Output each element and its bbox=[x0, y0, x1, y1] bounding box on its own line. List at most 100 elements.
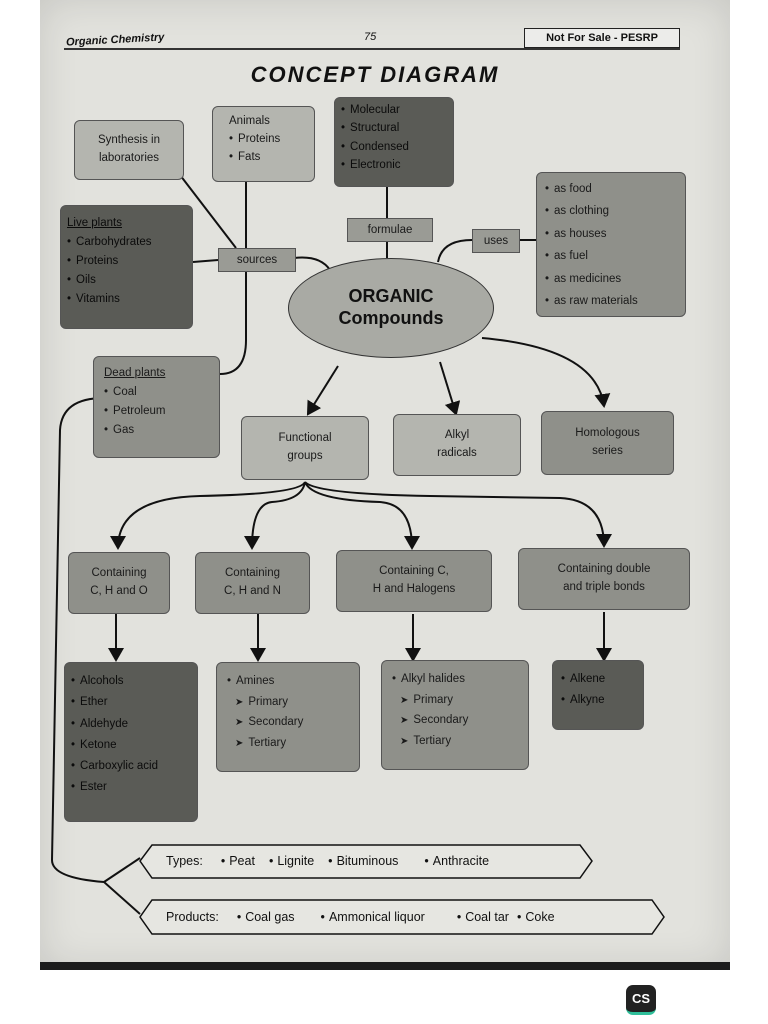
animals-title: Animals bbox=[229, 115, 270, 127]
coal-to-products-line bbox=[103, 881, 141, 915]
alkyl-line2: radicals bbox=[437, 447, 477, 459]
dead-plants-item: Petroleum bbox=[104, 402, 219, 421]
halide-type: Secondary bbox=[392, 710, 528, 731]
uses-label: uses bbox=[472, 229, 520, 253]
cho-examples-box: Alcohols Ether Aldehyde Ketone Carboxyli… bbox=[64, 662, 198, 822]
types-label: Types: bbox=[166, 854, 203, 868]
formula-type: Structural bbox=[341, 119, 453, 137]
amine-type: Secondary bbox=[227, 712, 359, 733]
homologous-line2: series bbox=[592, 445, 623, 457]
camscanner-logo-icon: CS bbox=[626, 985, 656, 1015]
amine-type: Tertiary bbox=[227, 733, 359, 754]
live-plants-title: Live plants bbox=[67, 217, 122, 229]
center-line2: Compounds bbox=[338, 308, 444, 328]
cho-example: Alcohols bbox=[71, 671, 197, 692]
coal-type: Peat bbox=[221, 854, 255, 868]
containing-halogens-box: Containing C, H and Halogens bbox=[336, 550, 492, 612]
coal-to-types-line bbox=[103, 857, 141, 883]
formula-type: Condensed bbox=[341, 138, 453, 156]
functional-line1: Functional bbox=[278, 432, 332, 445]
deadplants-to-sources-line bbox=[219, 270, 247, 375]
center-line1: ORGANIC bbox=[348, 286, 434, 307]
coal-product: Ammonical liquor bbox=[321, 910, 425, 924]
alkyl-halides-head: Alkyl halides bbox=[392, 669, 528, 690]
center-to-homologous-arrow bbox=[481, 337, 611, 408]
bonds-line1: Containing double bbox=[557, 563, 651, 576]
chn-line1: Containing bbox=[225, 567, 280, 580]
coal-long-connector bbox=[50, 397, 105, 883]
live-plants-item: Proteins bbox=[67, 252, 192, 271]
containing-bonds-box: Containing double and triple bonds bbox=[518, 548, 690, 610]
sources-label: sources bbox=[218, 248, 296, 272]
coal-type: Lignite bbox=[269, 854, 314, 868]
dead-plants-item: Gas bbox=[104, 421, 219, 440]
live-plants-box: Live plants Carbohydrates Proteins Oils … bbox=[60, 205, 193, 329]
coal-type: Bituminous bbox=[328, 854, 399, 868]
alkyl-radicals-box: Alkyl radicals bbox=[393, 414, 521, 476]
use-item: as fuel bbox=[545, 245, 685, 267]
header-rule bbox=[64, 48, 680, 50]
animals-item: Fats bbox=[229, 149, 314, 167]
coal-types-band: Types: Peat Lignite Bituminous Anthracit… bbox=[140, 845, 592, 877]
use-item: as medicines bbox=[545, 268, 685, 290]
cho-example: Ester bbox=[71, 777, 197, 798]
use-item: as clothing bbox=[545, 200, 685, 222]
amines-head: Amines bbox=[227, 671, 359, 692]
live-plants-item: Vitamins bbox=[67, 290, 192, 309]
amines-box: Amines Primary Secondary Tertiary bbox=[216, 662, 360, 772]
coal-product: Coke bbox=[517, 910, 554, 924]
functional-to-chx-arrow bbox=[304, 481, 420, 550]
functional-line2: groups bbox=[287, 450, 323, 462]
alkene-alkyne-box: Alkene Alkyne bbox=[552, 660, 644, 730]
use-item: as houses bbox=[545, 223, 685, 245]
coal-product: Coal gas bbox=[237, 910, 294, 924]
dead-plants-item: Coal bbox=[104, 383, 219, 402]
use-item: as raw materials bbox=[545, 290, 685, 312]
cho-line1: Containing bbox=[91, 567, 147, 580]
formula-type: Molecular bbox=[341, 101, 453, 119]
chx-line2: H and Halogens bbox=[372, 583, 456, 595]
coal-product: Coal tar bbox=[457, 910, 509, 924]
products-label: Products: bbox=[166, 910, 219, 924]
cho-example: Ether bbox=[71, 692, 197, 713]
page-number: 75 bbox=[364, 31, 377, 43]
page-shadow-edge bbox=[40, 962, 730, 970]
not-for-sale-notice: Not For Sale - PESRP bbox=[524, 28, 680, 48]
functional-to-bonds-arrow bbox=[304, 481, 612, 548]
bond-example: Alkyne bbox=[561, 690, 643, 711]
organic-compounds-oval: ORGANIC Compounds bbox=[288, 258, 494, 358]
bonds-line2: and triple bonds bbox=[563, 581, 645, 593]
alkyl-line1: Alkyl bbox=[444, 429, 470, 442]
halide-type: Tertiary bbox=[392, 731, 528, 752]
functional-to-chn-arrow bbox=[244, 481, 306, 550]
chn-line2: C, H and N bbox=[224, 585, 281, 597]
functional-to-cho-arrow bbox=[110, 481, 306, 550]
containing-cho-box: Containing C, H and O bbox=[68, 552, 170, 614]
page-title: CONCEPT DIAGRAM bbox=[250, 62, 500, 87]
bond-example: Alkene bbox=[561, 669, 643, 690]
dead-plants-title: Dead plants bbox=[104, 367, 166, 379]
animals-box: Animals Proteins Fats bbox=[212, 106, 315, 182]
center-to-functional-arrow bbox=[306, 365, 339, 416]
formulae-label: formulae bbox=[347, 218, 433, 242]
homologous-series-box: Homologous series bbox=[541, 411, 674, 475]
cho-example: Ketone bbox=[71, 735, 197, 756]
synthesis-line2: laboratories bbox=[98, 152, 160, 164]
liveplants-to-sources-line bbox=[192, 259, 219, 263]
chx-line1: Containing C, bbox=[379, 565, 449, 578]
dead-plants-box: Dead plants Coal Petroleum Gas bbox=[93, 356, 220, 458]
formulae-types-box: Molecular Structural Condensed Electroni… bbox=[334, 97, 454, 187]
live-plants-item: Carbohydrates bbox=[67, 233, 192, 252]
synthesis-to-sources-line bbox=[179, 174, 237, 249]
center-to-uses-line bbox=[437, 239, 473, 263]
amine-type: Primary bbox=[227, 692, 359, 713]
homologous-line1: Homologous bbox=[575, 427, 640, 440]
live-plants-item: Oils bbox=[67, 271, 192, 290]
functional-groups-box: Functional groups bbox=[241, 416, 369, 480]
sources-to-center-line bbox=[293, 256, 331, 271]
uses-list-box: as food as clothing as houses as fuel as… bbox=[536, 172, 686, 317]
coal-products-band: Products: Coal gas Ammonical liquor Coal… bbox=[140, 901, 664, 933]
center-to-alkyl-arrow bbox=[439, 361, 461, 416]
halide-type: Primary bbox=[392, 690, 528, 711]
cho-example: Carboxylic acid bbox=[71, 756, 197, 777]
